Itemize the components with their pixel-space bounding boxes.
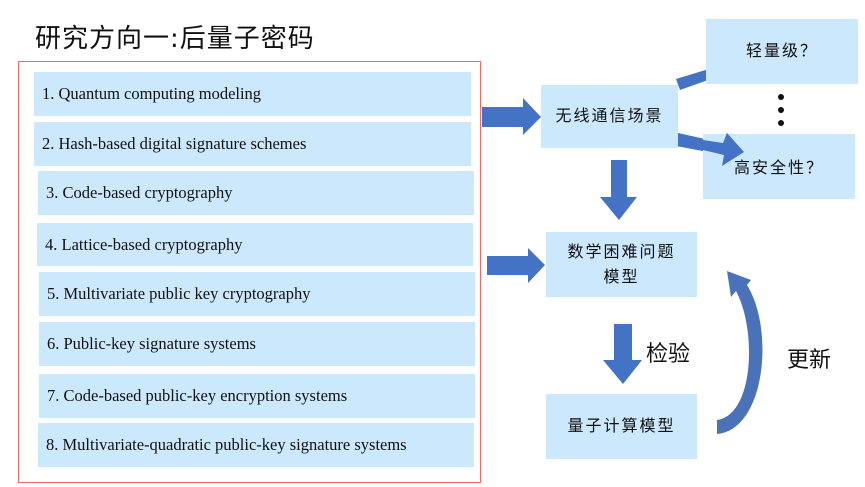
math-problem-box: 数学困难问题 模型 [546,232,697,297]
diagram-title: 研究方向一:后量子密码 [35,24,315,54]
research-topics-frame [18,61,481,483]
update-label: 更新 [787,348,832,373]
arrow-down-to-math [600,160,637,220]
topic-item: 5. Multivariate public key cryptography [39,272,475,316]
quantum-model-box: 量子计算模型 [546,394,697,459]
arrow-right-to-math [487,248,545,283]
wireless-scenario-label: 无线通信场景 [555,106,664,126]
lightweight-box: 轻量级？ [706,19,858,84]
quantum-model-label: 量子计算模型 [567,416,676,436]
lightweight-label: 轻量级？ [745,41,818,61]
high-security-label: 高安全性？ [733,158,824,178]
verify-label: 检验 [646,342,691,367]
topic-item: 8. Multivariate-quadratic public-key sig… [38,423,474,467]
arrow-to-high-security-tip [703,133,744,166]
topic-item: 6. Public-key signature systems [39,322,475,366]
ellipsis-dot [778,94,784,100]
topic-item: 1. Quantum computing modeling [34,72,471,116]
arrow-down-verify [603,324,642,384]
topic-item: 4. Lattice-based cryptography [37,223,473,266]
topic-item: 7. Code-based public-key encryption syst… [39,374,475,418]
ellipsis-dot [778,120,784,126]
ellipsis-dot [778,107,784,113]
math-problem-label-line1: 数学困难问题 [567,241,676,261]
wireless-scenario-box: 无线通信场景 [541,85,678,148]
arrow-curved-update [717,271,763,434]
topic-item: 3. Code-based cryptography [38,171,474,215]
arrow-right-to-wireless [482,98,541,135]
math-problem-label-line2: 模型 [603,266,640,286]
topic-item: 2. Hash-based digital signature schemes [34,122,471,166]
